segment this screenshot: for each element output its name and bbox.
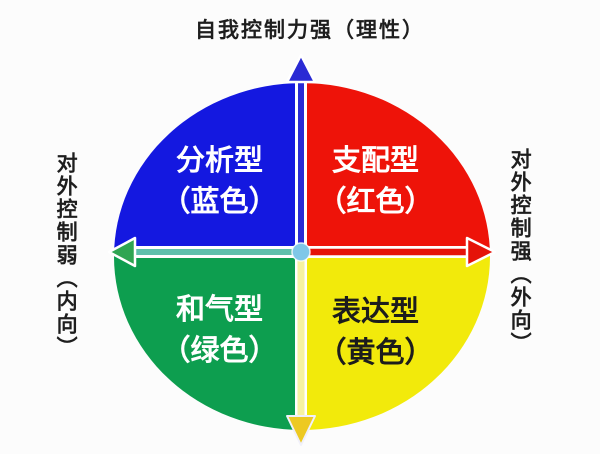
top-axis-label: 自我控制力强（理性） xyxy=(195,19,425,42)
quadrant-color-note: （黄色） xyxy=(317,337,434,369)
quadrant-name: 表达型 xyxy=(331,296,419,328)
quadrant-color-note: （绿色） xyxy=(161,335,278,367)
quadrant-dominant-red: 支配型 （红色） xyxy=(301,83,490,252)
right-axis-label: 对外控制强（外向） xyxy=(508,148,532,355)
quadrant-name: 分析型 xyxy=(175,144,263,177)
quadrant-dominant-label: 支配型 （红色） xyxy=(281,97,470,266)
quadrant-analytical-label: 分析型 （蓝色） xyxy=(126,97,313,266)
quadrant-color-note: （红色） xyxy=(317,185,434,218)
quadrant-amiable-green: 和气型 （绿色） xyxy=(114,252,301,430)
quadrant-name: 和气型 xyxy=(175,294,263,326)
quadrant-name: 支配型 xyxy=(331,144,419,177)
quadrant-wheel: 分析型 （蓝色） 支配型 （红色） 和气型 （绿色） 表达型 （黄色） xyxy=(114,83,490,430)
quadrant-color-note: （蓝色） xyxy=(161,185,278,218)
quadrant-amiable-label: 和气型 （绿色） xyxy=(126,242,313,420)
left-axis-label: 对外控制弱（内向） xyxy=(54,152,78,359)
up-arrowhead-icon xyxy=(285,53,317,84)
quadrant-expressive-label: 表达型 （黄色） xyxy=(281,244,470,422)
quadrant-expressive-yellow: 表达型 （黄色） xyxy=(301,252,490,430)
quadrant-analytical-blue: 分析型 （蓝色） xyxy=(114,83,301,252)
